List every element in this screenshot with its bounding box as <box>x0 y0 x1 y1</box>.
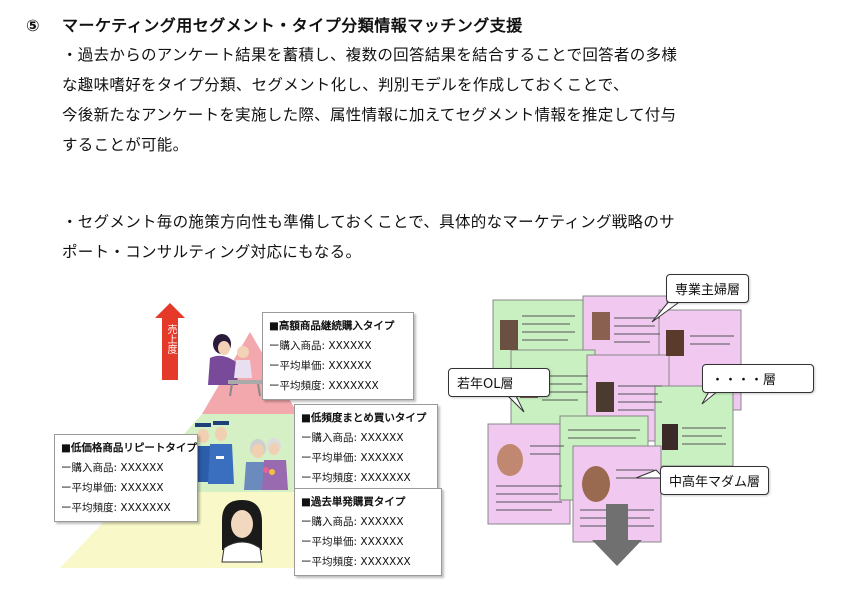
paragraph-2-line: ・セグメント毎の施策方向性も準備しておくことで、具体的なマーケティング戦略のサ <box>62 213 675 231</box>
callout-housewife-segment: 専業主婦層 <box>666 274 750 303</box>
type-box-row: ー平均頻度: XXXXXXX <box>301 472 411 484</box>
pyramid-top-band <box>202 332 298 414</box>
type-box-row: ー購入商品: XXXXXX <box>301 516 404 528</box>
type-box-row: ー平均単価: XXXXXX <box>61 482 164 494</box>
section-number: ⑤ <box>26 16 41 35</box>
segment-card <box>572 445 662 543</box>
graduates-illustration <box>190 421 234 484</box>
paragraph-1-line: することが可能。 <box>62 136 189 154</box>
paragraph-2: ・セグメント毎の施策方向性も準備しておくことで、具体的なマーケティング戦略のサ … <box>62 207 842 267</box>
segment-photo <box>666 330 684 356</box>
section-title: マーケティング用セグメント・タイプ分類情報マッチング支援 <box>62 16 523 35</box>
segment-card <box>654 385 734 467</box>
type-box-row: ー平均単価: XXXXXX <box>269 360 372 372</box>
type-box-bulk-buy: ■低頻度まとめ買いタイプ ー購入商品: XXXXXX ー平均単価: XXXXXX… <box>294 404 438 492</box>
segment-card <box>582 295 668 375</box>
pyramid-middle-band <box>132 414 368 492</box>
callout-tail <box>701 385 726 405</box>
paragraph-1-line: ・過去からのアンケート結果を蓄積し、複数の回答結果を結合することで回答者の多様 <box>62 46 678 64</box>
segment-card <box>586 354 670 442</box>
segment-photo <box>596 382 614 412</box>
type-box-row: ー平均単価: XXXXXX <box>301 452 404 464</box>
type-box-row: ー平均頻度: XXXXXXX <box>61 502 171 514</box>
segment-card <box>487 423 571 525</box>
segment-photo <box>497 444 523 476</box>
callout-tail <box>498 387 525 413</box>
callout-other-segment: ・・・・層 <box>702 364 814 393</box>
type-box-row: ー購入商品: XXXXXX <box>269 340 372 352</box>
callout-tail <box>651 299 684 323</box>
type-box-one-time: ■過去単発購買タイプ ー購入商品: XXXXXX ー平均単価: XXXXXX ー… <box>294 488 442 576</box>
senior-couple-illustration <box>244 438 288 490</box>
mother-baby-illustration <box>208 334 262 397</box>
pyramid-bottom-band <box>60 492 440 568</box>
paragraph-1-line: 今後新たなアンケートを実施した際、属性情報に加えてセグメント情報を推定して付与 <box>62 106 677 124</box>
segment-card <box>510 349 596 431</box>
segment-photo <box>500 320 518 350</box>
type-box-title: ■低価格商品リピートタイプ <box>61 442 197 454</box>
segment-photo <box>592 312 610 340</box>
type-box-row: ー平均単価: XXXXXX <box>301 536 404 548</box>
paragraph-2-line: ポート・コンサルティング対応にもなる。 <box>62 243 362 261</box>
segment-card <box>559 415 649 501</box>
segment-photo <box>582 466 610 502</box>
type-box-row: ー平均頻度: XXXXXXX <box>269 380 379 392</box>
callout-middle-aged-madam-segment: 中高年マダム層 <box>660 466 770 495</box>
type-box-high-value: ■高額商品継続購入タイプ ー購入商品: XXXXXX ー平均単価: XXXXXX… <box>262 312 414 400</box>
section-heading: ⑤ マーケティング用セグメント・タイプ分類情報マッチング支援 <box>26 12 523 36</box>
segment-photo <box>662 424 678 450</box>
segment-card <box>658 309 742 411</box>
segment-card <box>492 299 584 375</box>
woman-portrait-illustration <box>221 500 263 563</box>
type-box-low-price-repeat: ■低価格商品リピートタイプ ー購入商品: XXXXXX ー平均単価: XXXXX… <box>54 434 198 522</box>
segment-photo <box>520 370 538 398</box>
paragraph-1-line: な趣味嗜好をタイプ分類、セグメント化し、判別モデルを作成しておくことで、 <box>62 76 629 94</box>
down-arrow <box>592 504 642 566</box>
type-box-row: ー購入商品: XXXXXX <box>61 462 164 474</box>
type-box-row: ー平均頻度: XXXXXXX <box>301 556 411 568</box>
paragraph-1: ・過去からのアンケート結果を蓄積し、複数の回答結果を結合することで回答者の多様 … <box>62 40 842 160</box>
type-box-title: ■高額商品継続購入タイプ <box>269 320 395 332</box>
sales-arrow <box>155 303 185 380</box>
type-box-title: ■低頻度まとめ買いタイプ <box>301 412 427 424</box>
callout-young-ol-segment: 若年OL層 <box>448 368 550 397</box>
type-box-row: ー購入商品: XXXXXX <box>301 432 404 444</box>
type-box-title: ■過去単発購買タイプ <box>301 496 406 508</box>
callout-tail <box>635 469 666 479</box>
segment-card-stack <box>487 295 742 566</box>
sales-arrow-label: 売上度 <box>165 324 176 354</box>
